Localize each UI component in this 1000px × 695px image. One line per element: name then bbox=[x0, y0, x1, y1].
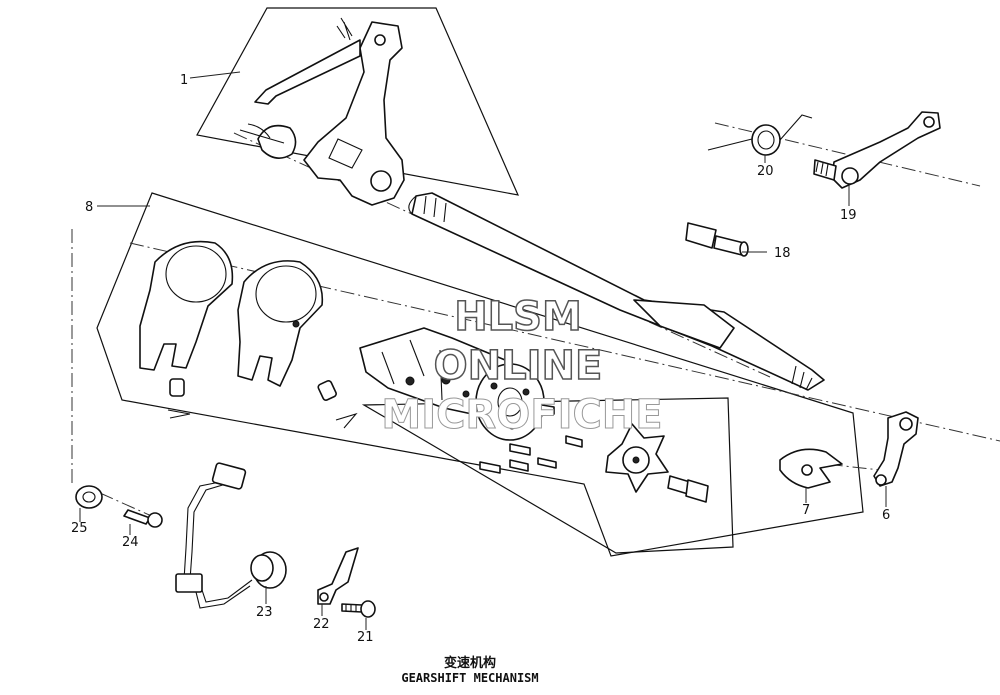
shift-drum-star bbox=[605, 423, 669, 493]
callout-24: 24 bbox=[122, 535, 139, 550]
shift-arm-part-1 bbox=[239, 17, 405, 206]
cam-plate-part-7 bbox=[779, 448, 843, 489]
return-spring-part-20 bbox=[707, 114, 813, 156]
callout-23: 23 bbox=[256, 605, 273, 620]
watermark-line-1: HLSM bbox=[454, 294, 582, 340]
watermark-line-3: MICROFICHE bbox=[381, 392, 662, 438]
drum-pins bbox=[479, 403, 583, 474]
caption-chinese: 变速机构 bbox=[444, 655, 496, 671]
callout-21: 21 bbox=[357, 630, 374, 645]
bolt-part-24 bbox=[123, 509, 163, 528]
upper-group-frame bbox=[196, 7, 520, 196]
lower-group-frame bbox=[96, 192, 864, 557]
shift-drum bbox=[359, 327, 545, 441]
leader-lines bbox=[79, 71, 887, 630]
arm-axis-line bbox=[714, 122, 981, 187]
callout-7: 7 bbox=[802, 503, 810, 518]
watermark: HLSM ONLINE MICROFICHE bbox=[381, 293, 663, 438]
washer-part-25 bbox=[75, 485, 103, 509]
callout-18: 18 bbox=[774, 246, 791, 261]
screw-part-21 bbox=[341, 600, 376, 618]
star-bolt bbox=[667, 475, 709, 503]
callout-20: 20 bbox=[757, 164, 774, 179]
callout-25: 25 bbox=[71, 521, 88, 536]
caption-english: GEARSHIFT MECHANISM bbox=[401, 671, 538, 685]
stopper-arm-part-6 bbox=[873, 411, 919, 487]
callout-1: 1 bbox=[180, 73, 188, 88]
bracket-part-22 bbox=[317, 547, 359, 605]
callout-8: 8 bbox=[85, 200, 93, 215]
drum-inner-frame bbox=[361, 397, 734, 554]
shift-arm-part-19 bbox=[813, 111, 941, 189]
callout-6: 6 bbox=[882, 508, 890, 523]
guide-pin-part-18 bbox=[685, 222, 749, 257]
shift-shaft bbox=[408, 192, 825, 391]
callout-19: 19 bbox=[840, 208, 857, 223]
callout-labels: 1 8 18 19 20 25 24 23 22 21 7 6 bbox=[71, 73, 890, 645]
callout-22: 22 bbox=[313, 617, 330, 632]
watermark-line-2: ONLINE bbox=[434, 343, 603, 389]
shift-fork-part-8 bbox=[139, 240, 358, 429]
neutral-switch-part-23 bbox=[175, 462, 287, 609]
